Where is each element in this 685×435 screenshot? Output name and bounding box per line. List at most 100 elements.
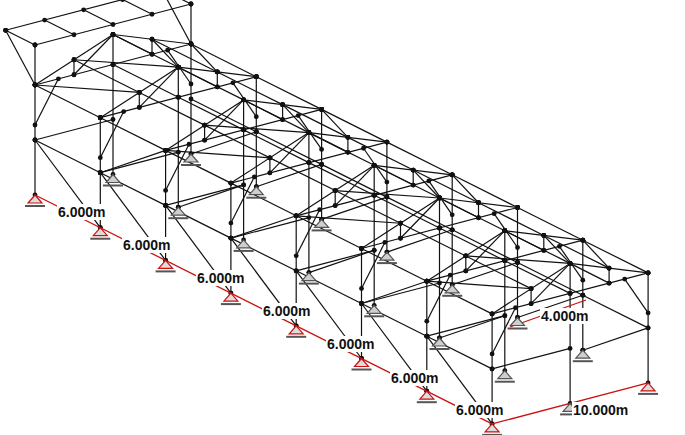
joint-node (307, 215, 312, 220)
knee-brace (625, 279, 648, 313)
joint-node (319, 107, 324, 112)
truss-web (401, 198, 440, 238)
joint-node (568, 346, 573, 351)
knee-brace (100, 112, 123, 158)
joint-node (98, 170, 103, 175)
joint-node (541, 233, 546, 238)
joint-node (280, 102, 285, 107)
joint-node (280, 102, 285, 107)
roof-brace (583, 240, 609, 268)
joint-node (241, 183, 246, 188)
joint-node (241, 98, 246, 103)
joint-node (437, 196, 442, 201)
joint-node (437, 196, 442, 201)
platform-beam (45, 20, 74, 35)
joint-node (307, 130, 312, 135)
joint-node (492, 211, 497, 216)
support-base (417, 401, 437, 403)
joint-node (307, 130, 312, 135)
joint-node (33, 83, 38, 88)
support-symbol (576, 350, 590, 358)
joint-node (424, 279, 429, 284)
joint-node (111, 62, 116, 67)
joint-node (359, 246, 364, 251)
joint-node (111, 32, 116, 37)
support-base (312, 229, 332, 231)
joint-node (580, 238, 585, 243)
joint-node (463, 254, 468, 259)
joint-node (424, 279, 429, 284)
joint-node (424, 279, 429, 284)
joint-node (268, 155, 273, 160)
purlin (466, 256, 531, 289)
joint-node (411, 168, 416, 173)
support-symbol (237, 240, 251, 248)
dimension-line (492, 383, 648, 424)
joint-node (463, 254, 468, 259)
joint-node (163, 203, 168, 208)
mid-beam (362, 283, 440, 304)
joint-node (361, 146, 366, 151)
purlin (518, 208, 583, 241)
joint-node (385, 195, 390, 200)
mid-beam (100, 152, 178, 173)
purlin (505, 231, 570, 264)
joint-node (529, 286, 534, 291)
joint-node (385, 140, 390, 145)
joint-node (557, 244, 562, 249)
girt (518, 263, 583, 296)
joint-node (176, 65, 181, 70)
joint-node (98, 155, 103, 160)
joint-node (319, 107, 324, 112)
platform-brace (6, 30, 35, 85)
support-base (377, 262, 397, 264)
joint-node (424, 279, 429, 284)
purlin (452, 175, 517, 208)
joint-node (372, 163, 377, 168)
support-base (638, 393, 658, 395)
dimension-label: 6.000m (57, 204, 106, 220)
joint-node (515, 260, 520, 265)
joint-node (359, 246, 364, 251)
joint-node (202, 123, 207, 128)
purlin (270, 158, 335, 191)
joint-node (319, 107, 324, 112)
support-symbol (93, 228, 107, 236)
knee-brace (364, 148, 387, 182)
joint-node (294, 268, 299, 273)
joint-node (502, 228, 507, 233)
joint-node (254, 114, 259, 119)
joint-node (189, 42, 194, 47)
truss-web (335, 165, 374, 205)
support-base (495, 381, 515, 383)
joint-node (372, 248, 377, 253)
support-symbol (184, 154, 198, 162)
joint-node (646, 271, 651, 276)
joint-node (176, 65, 181, 70)
joint-node (398, 236, 403, 241)
support-base (430, 348, 450, 350)
platform-beam (35, 4, 191, 45)
joint-node (111, 32, 116, 37)
support-symbol (433, 338, 447, 346)
support-base (352, 369, 372, 371)
joint-node (307, 160, 312, 165)
joint-node (346, 135, 351, 140)
dimension-label: 6.000m (326, 336, 375, 352)
joint-node (424, 279, 429, 284)
joint-node (398, 221, 403, 226)
joint-node (268, 170, 273, 175)
dimension-line (35, 195, 492, 424)
joint-node (359, 246, 364, 251)
joint-node (385, 195, 390, 200)
joint-node (254, 129, 259, 134)
joint-node (515, 205, 520, 210)
joint-node (359, 246, 364, 251)
joint-node (411, 168, 416, 173)
joint-node (56, 76, 61, 81)
joint-node (111, 32, 116, 37)
purlin (217, 72, 282, 105)
joint-node (580, 238, 585, 243)
purlin (113, 35, 178, 68)
rafter (100, 67, 178, 118)
